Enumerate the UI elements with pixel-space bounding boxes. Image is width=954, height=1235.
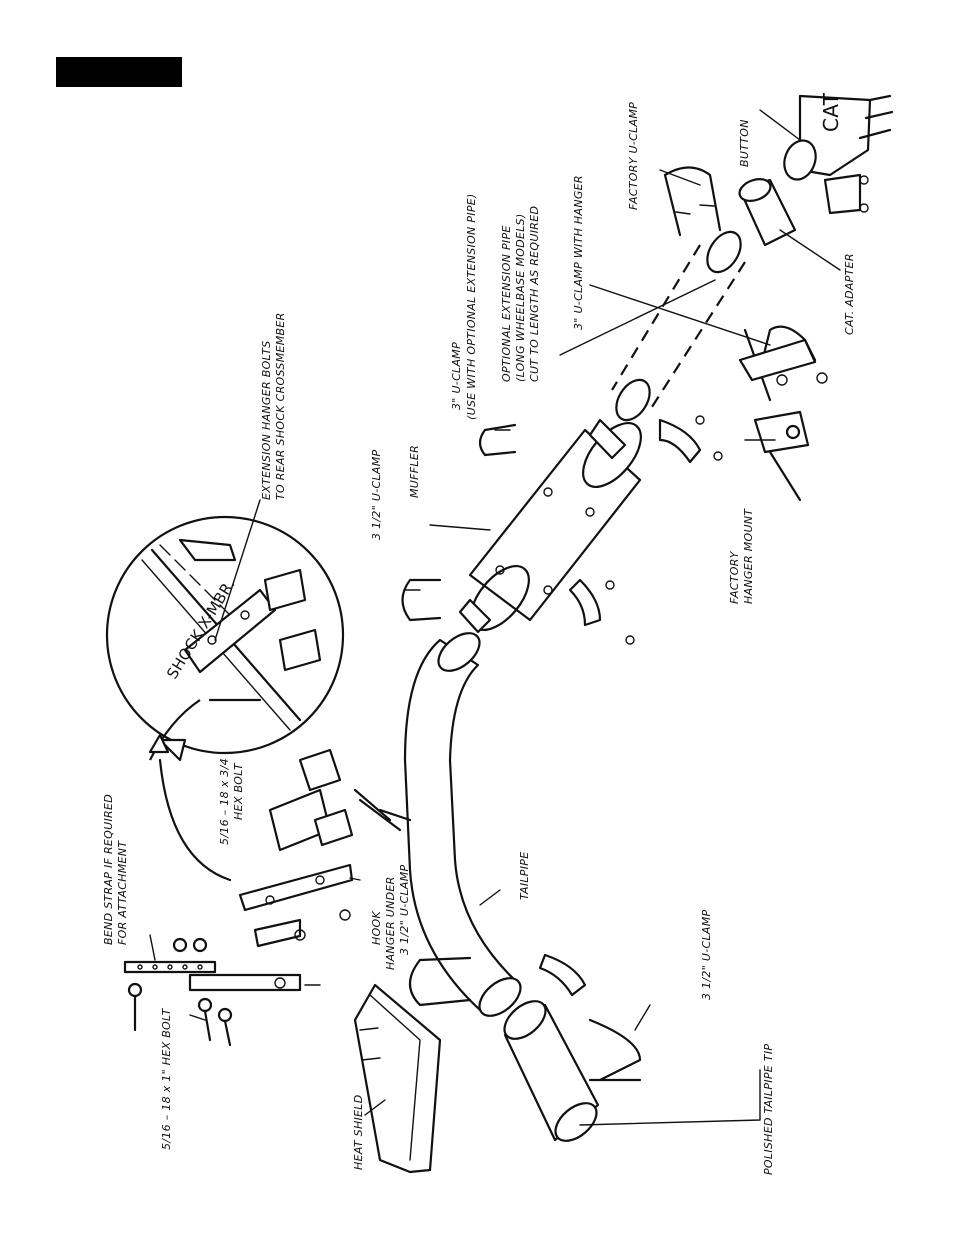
label-factory-hanger-2: HANGER MOUNT (742, 508, 755, 604)
label-factory-hanger-1: FACTORY (728, 550, 741, 604)
detail-circle-shock-crossmember (105, 515, 345, 762)
polished-tailpipe-tip (503, 1000, 600, 1142)
detail-callout-arrow (158, 758, 232, 882)
heat-shield (353, 983, 442, 1174)
optional-extension-pipe (611, 230, 746, 422)
label-polished-tip: POLISHED TAILPIPE TIP (762, 1044, 775, 1175)
hook-strap (188, 973, 302, 992)
label-cat: CAT (819, 92, 843, 132)
hex-bolts (127, 937, 233, 1047)
label-hook-3: 3 1/2" U-CLAMP (398, 865, 411, 955)
cat-adapter (738, 178, 797, 247)
label-optional-ext-1: OPTIONAL EXTENSION PIPE (500, 225, 513, 382)
label-hex-bolt-1: 5/16 – 18 x 1" HEX BOLT (160, 1007, 173, 1150)
u-clamp-35-top (401, 578, 635, 645)
label-u-clamp-3-opt-2: (USE WITH OPTIONAL EXTENSION PIPE) (465, 193, 478, 420)
catalytic-converter (783, 94, 894, 181)
label-cat-adapter: CAT. ADAPTER (843, 253, 856, 335)
label-u-clamp-3-hanger: 3" U-CLAMP WITH HANGER (572, 175, 585, 330)
label-hex-bolt-34-2: HEX BOLT (232, 762, 245, 820)
label-button: BUTTON (738, 119, 751, 167)
label-hook-1: HOOK (370, 911, 383, 945)
u-clamp-35-bottom (408, 953, 642, 1082)
label-optional-ext-3: CUT TO LENGTH AS REQUIRED (528, 206, 541, 382)
muffler (458, 418, 642, 634)
factory-hanger-mount (753, 410, 810, 502)
label-hook-2: HANGER UNDER (384, 876, 397, 970)
label-heat-shield: HEAT SHIELD (352, 1094, 365, 1170)
hanger-hardware (238, 748, 412, 948)
label-ext-hanger-1: EXTENSION HANGER BOLTS (260, 340, 273, 500)
detail-callout-arrowhead (148, 733, 170, 754)
label-tailpipe: TAILPIPE (518, 852, 531, 900)
label-muffler: MUFFLER (408, 445, 421, 498)
u-clamp-3in-optional (478, 415, 723, 464)
label-factory-u-clamp: FACTORY U-CLAMP (627, 102, 640, 210)
label-u-clamp-3-opt-1: 3" U-CLAMP (450, 342, 463, 410)
label-bend-strap-1: BEND STRAP IF REQUIRED (102, 794, 115, 945)
page-header-bar (56, 57, 182, 87)
label-optional-ext-2: (LONG WHEELBASE MODELS) (514, 213, 527, 382)
leader-lines (149, 109, 841, 1126)
bend-strap (123, 960, 217, 974)
label-u-clamp-35-bottom: 3 1/2" U-CLAMP (700, 910, 713, 1000)
u-clamp-3in-hanger (738, 325, 828, 402)
factory-u-clamp (663, 166, 869, 237)
label-bend-strap-2: FOR ATTACHMENT (116, 840, 129, 945)
label-hex-bolt-34-1: 5/16 – 18 x 3/4 (218, 758, 231, 845)
label-u-clamp-35-top: 3 1/2" U-CLAMP (370, 450, 383, 540)
tailpipe (403, 632, 522, 1017)
label-ext-hanger-2: TO REAR SHOCK CROSSMEMBER (274, 312, 287, 500)
